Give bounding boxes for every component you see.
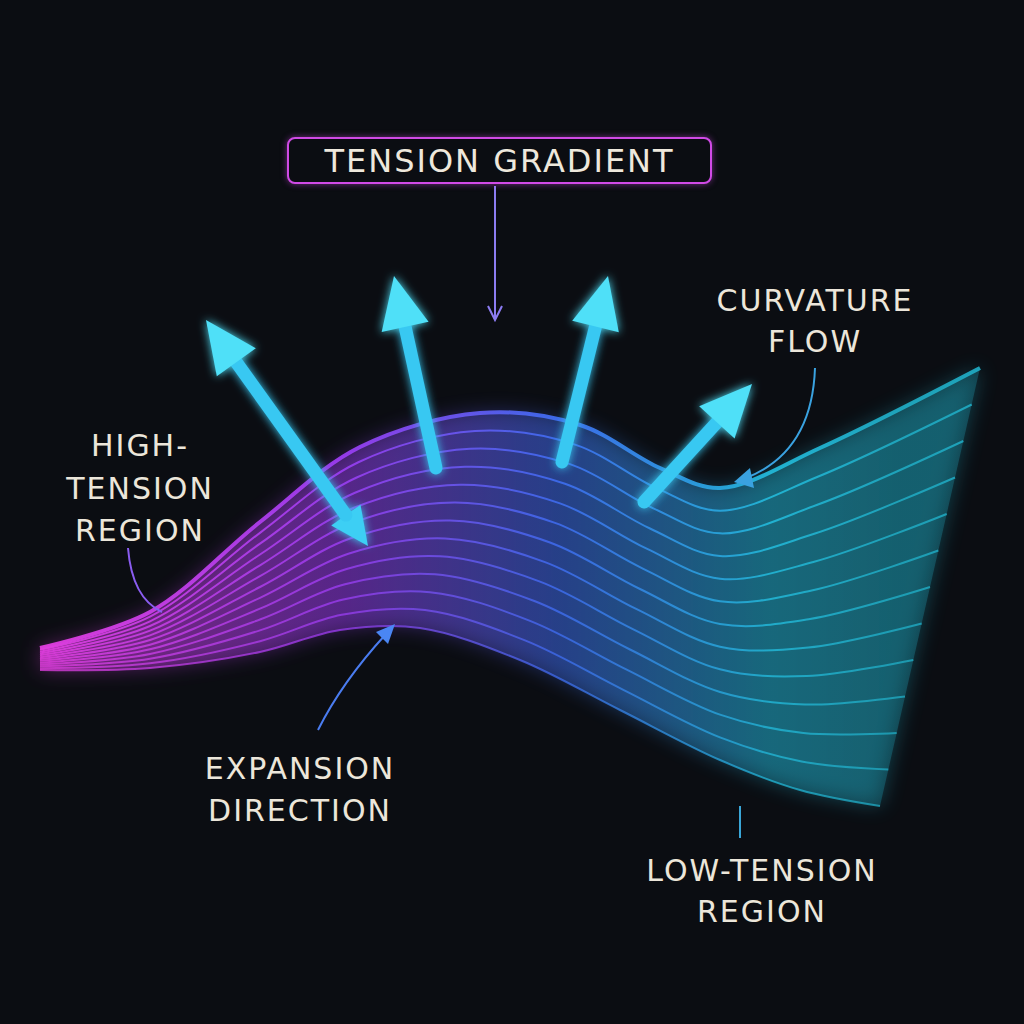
arrow-head (699, 384, 752, 439)
box-title: TENSION GRADIENT (324, 142, 674, 180)
arrow-shaft (405, 327, 436, 468)
leader-line (739, 806, 741, 838)
leader-line (128, 548, 162, 612)
leader-arrowhead (488, 306, 502, 320)
wave-fill (40, 368, 980, 806)
flow-line (40, 556, 913, 676)
expansion-arrow (206, 320, 368, 546)
arrow-head (206, 320, 256, 376)
leader-line (746, 368, 815, 478)
expansion-arrow (382, 276, 436, 468)
leader-arrowhead (734, 468, 754, 488)
expansion-arrow (562, 276, 619, 462)
leader-line (318, 634, 386, 730)
expansion-arrows (206, 276, 752, 546)
leader-lines (128, 186, 815, 838)
arrow-head (382, 276, 429, 332)
leader-line (494, 186, 496, 318)
wave-glow (40, 368, 980, 806)
arrow-head (572, 276, 619, 332)
leader-arrowhead (376, 624, 395, 644)
flow-line (40, 574, 905, 705)
region-label: HIGH-TENSION REGION (50, 425, 230, 553)
flow-line (40, 591, 897, 734)
arrow-shaft (562, 326, 596, 462)
region-label: LOW-TENSION REGION (602, 850, 922, 933)
region-label: CURVATURE FLOW (690, 280, 940, 363)
label-box: TENSION GRADIENT (287, 137, 712, 184)
arrow-shaft (236, 362, 346, 515)
arrow-shaft (644, 422, 717, 502)
flow-line (40, 368, 980, 648)
flow-line (40, 626, 880, 806)
flow-line (40, 609, 888, 770)
region-label: EXPANSION DIRECTION (165, 748, 435, 832)
wave-band (40, 368, 980, 806)
expansion-arrow (644, 384, 752, 502)
